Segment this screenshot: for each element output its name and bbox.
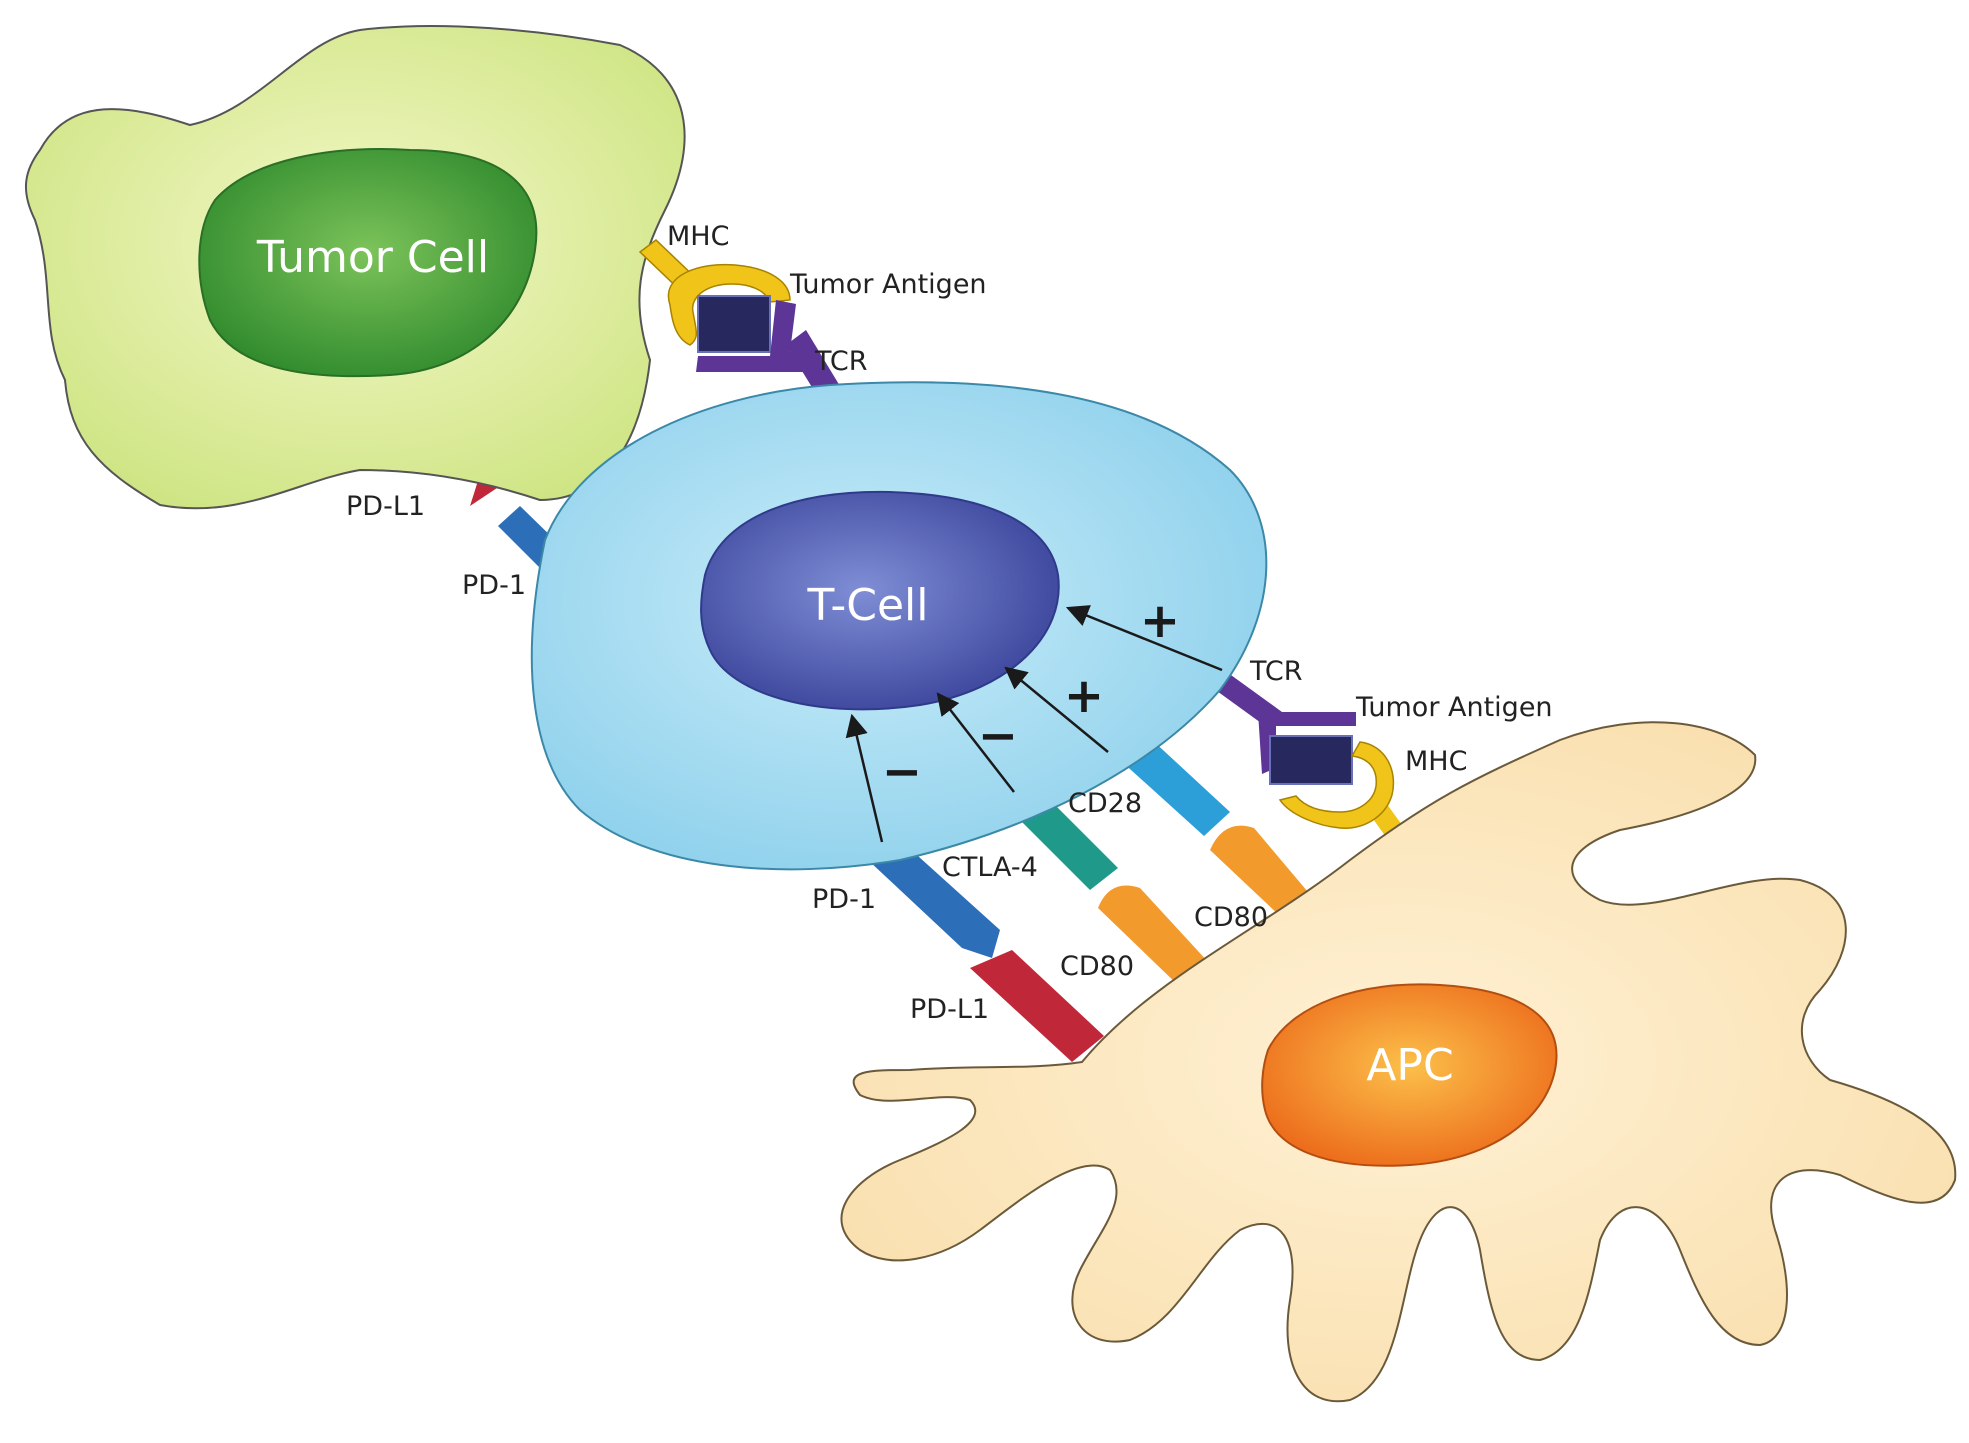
pd1-bottom-label: PD-1 <box>812 884 876 915</box>
t-cell-label: T-Cell <box>807 580 929 631</box>
cd28-signal-arrow <box>1004 666 1109 753</box>
right-mhc-tcr-complex <box>1258 712 1395 829</box>
apc-nucleus <box>1261 983 1558 1167</box>
apc-label: APC <box>1366 1040 1453 1091</box>
top-antigen-label: Tumor Antigen <box>789 269 987 300</box>
tumor-cell-nucleus <box>198 148 538 378</box>
top-tumor-antigen <box>697 295 771 353</box>
signal-arrows <box>845 605 1223 843</box>
pdl1-bottom-label: PD-L1 <box>910 994 989 1025</box>
right-mhc-label: MHC <box>1405 746 1467 777</box>
right-tumor-antigen <box>1269 735 1353 785</box>
tumor-cell-label: Tumor Cell <box>256 232 489 283</box>
right-antigen-label: Tumor Antigen <box>1355 692 1553 723</box>
cd80-left-label: CD80 <box>1060 951 1134 982</box>
tcr-signal-arrow <box>1065 605 1223 672</box>
pd1-signal-sign: − <box>882 744 922 800</box>
pd1-signal-arrow <box>845 713 884 843</box>
apc-cell: APC <box>840 721 1957 1403</box>
tcell-pd1-left-label: PD-1 <box>462 570 526 601</box>
cd28-signal-sign: + <box>1064 668 1104 724</box>
top-mhc-cup <box>667 263 791 346</box>
tcr-signal-sign: + <box>1140 593 1180 649</box>
t-cell-nucleus <box>700 490 1060 711</box>
bottom-pdl1-receptor <box>970 950 1104 1062</box>
cd28-label: CD28 <box>1068 788 1142 819</box>
right-mhc-cup <box>1278 741 1395 829</box>
top-tcr-label: TCR <box>814 346 868 377</box>
top-mhc-tcr-complex <box>638 239 830 372</box>
ctla4-signal-sign: − <box>978 708 1018 764</box>
cd28-receptor <box>1120 738 1230 836</box>
t-cell: T-Cell <box>530 381 1268 871</box>
right-tcr-receptor <box>1258 712 1356 774</box>
ctla4-label: CTLA-4 <box>942 852 1038 883</box>
ctla4-signal-arrow <box>936 692 1015 793</box>
cd80-right-label: CD80 <box>1194 902 1268 933</box>
tumor-cell: Tumor Cell <box>24 24 686 510</box>
tumor-pdl1-label: PD-L1 <box>346 491 425 522</box>
top-tcr-receptor <box>696 300 830 372</box>
right-tcr-label: TCR <box>1249 656 1303 687</box>
top-mhc-label: MHC <box>667 221 729 252</box>
bottom-pd1-receptor <box>868 838 1000 958</box>
